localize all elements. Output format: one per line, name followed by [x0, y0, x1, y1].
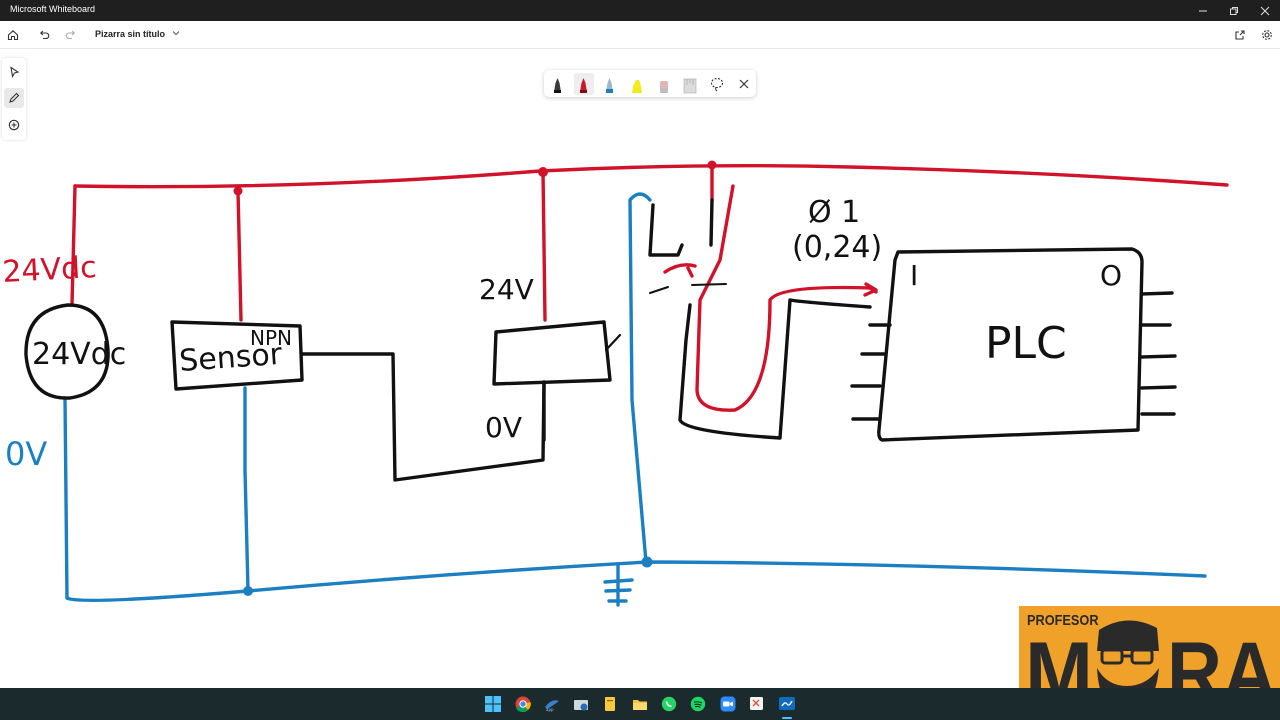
home-button[interactable]	[3, 25, 23, 45]
eraser-icon[interactable]	[654, 73, 674, 95]
redo-button[interactable]	[61, 25, 81, 45]
junction-dot	[538, 167, 548, 177]
redo-icon	[65, 30, 75, 40]
ruler-icon[interactable]	[680, 73, 700, 95]
file-explorer-icon[interactable]	[632, 696, 648, 712]
negative-drop-source	[63, 396, 69, 600]
minimize-icon	[1199, 10, 1207, 11]
junction-dot	[641, 556, 653, 568]
svg-text:app: app	[546, 707, 554, 712]
pointer-icon	[10, 66, 20, 78]
chrome-icon[interactable]	[515, 696, 531, 712]
close-window-button[interactable]	[1250, 0, 1280, 21]
highlighter-icon[interactable]	[627, 73, 647, 95]
ground-symbol	[603, 564, 634, 607]
relay-coil	[492, 320, 612, 386]
junction-dot	[233, 186, 243, 196]
active-app-indicator	[782, 717, 792, 719]
label-coil-0v: 0V	[485, 411, 522, 444]
label-plc-output: O	[1100, 259, 1122, 292]
chevron-down-icon[interactable]	[171, 28, 181, 38]
spotify-icon[interactable]	[690, 696, 706, 712]
label-24vdc-supply: 24Vdc	[2, 250, 98, 290]
home-icon	[7, 30, 19, 41]
positive-drop-coil	[541, 169, 547, 322]
positive-drop-source	[70, 184, 77, 307]
pen-palette	[544, 70, 756, 97]
taskbar: app	[0, 688, 1280, 720]
inking-tool-button[interactable]	[4, 88, 24, 108]
tool-rail	[2, 58, 26, 140]
gear-icon	[1262, 30, 1272, 40]
negative-drop-sensor	[243, 386, 250, 592]
junction-dot	[707, 160, 717, 170]
undo-button[interactable]	[34, 25, 54, 45]
notes-icon[interactable]	[602, 696, 618, 712]
negative-drop-contact	[628, 192, 652, 564]
plc-box	[877, 247, 1144, 442]
junction-dot	[243, 586, 253, 596]
positive-drop-sensor	[236, 189, 243, 322]
undo-icon	[40, 30, 50, 40]
positive-rail	[73, 163, 1229, 189]
plus-circle-icon	[8, 119, 20, 131]
board-title[interactable]: Pizarra sin título	[95, 29, 166, 39]
title-bar: Microsoft Whiteboard	[0, 0, 1280, 21]
restore-icon	[1230, 6, 1238, 15]
folder-sync-icon[interactable]	[573, 696, 589, 712]
red-pen-icon[interactable]	[574, 73, 594, 95]
label-npn: NPN	[250, 326, 292, 350]
blue-pen-icon[interactable]	[600, 73, 620, 95]
label-24vdc-source: 24Vdc	[32, 337, 126, 372]
label-0v-left: 0V	[5, 435, 47, 473]
lasso-icon[interactable]	[707, 73, 727, 95]
label-signal-range: (0,24)	[792, 230, 882, 265]
negative-rail	[65, 560, 1207, 603]
top-toolbar: Pizarra sin título	[0, 21, 1280, 49]
relay-contact	[648, 203, 684, 257]
window-title: Microsoft Whiteboard	[10, 4, 96, 14]
close-icon	[1260, 6, 1270, 15]
sensor-box	[170, 320, 304, 391]
whiteboard-icon[interactable]	[779, 696, 795, 712]
label-signal-bit: Ø 1	[808, 195, 860, 230]
label-coil-24v: 24V	[479, 273, 534, 306]
share-icon	[1235, 30, 1245, 40]
zoom-icon[interactable]	[720, 696, 736, 712]
close-palette-icon[interactable]	[734, 73, 754, 95]
whatsapp-icon[interactable]	[661, 696, 677, 712]
label-plc-input: I	[910, 259, 918, 292]
minimize-button[interactable]	[1188, 0, 1218, 21]
windows-start-icon[interactable]	[485, 696, 501, 712]
select-tool-button[interactable]	[4, 62, 24, 82]
share-button[interactable]	[1230, 25, 1250, 45]
source-circle	[24, 303, 110, 400]
pen-icon	[9, 92, 20, 103]
app-icon[interactable]: app	[544, 696, 560, 712]
signal-wire	[695, 184, 878, 412]
snipping-icon[interactable]	[749, 696, 765, 712]
label-sensor: Sensor	[178, 337, 284, 379]
add-button[interactable]	[4, 115, 24, 135]
label-plc: PLC	[985, 318, 1067, 369]
restore-button[interactable]	[1219, 0, 1249, 21]
black-pen-icon[interactable]	[548, 73, 568, 95]
whiteboard-canvas[interactable]: 24Vdc 24Vdc 0V Sensor NPN 24V 0V Ø 1 (0,…	[0, 48, 1280, 688]
settings-button[interactable]	[1257, 25, 1277, 45]
logo-line1: PROFESOR	[1027, 612, 1099, 629]
